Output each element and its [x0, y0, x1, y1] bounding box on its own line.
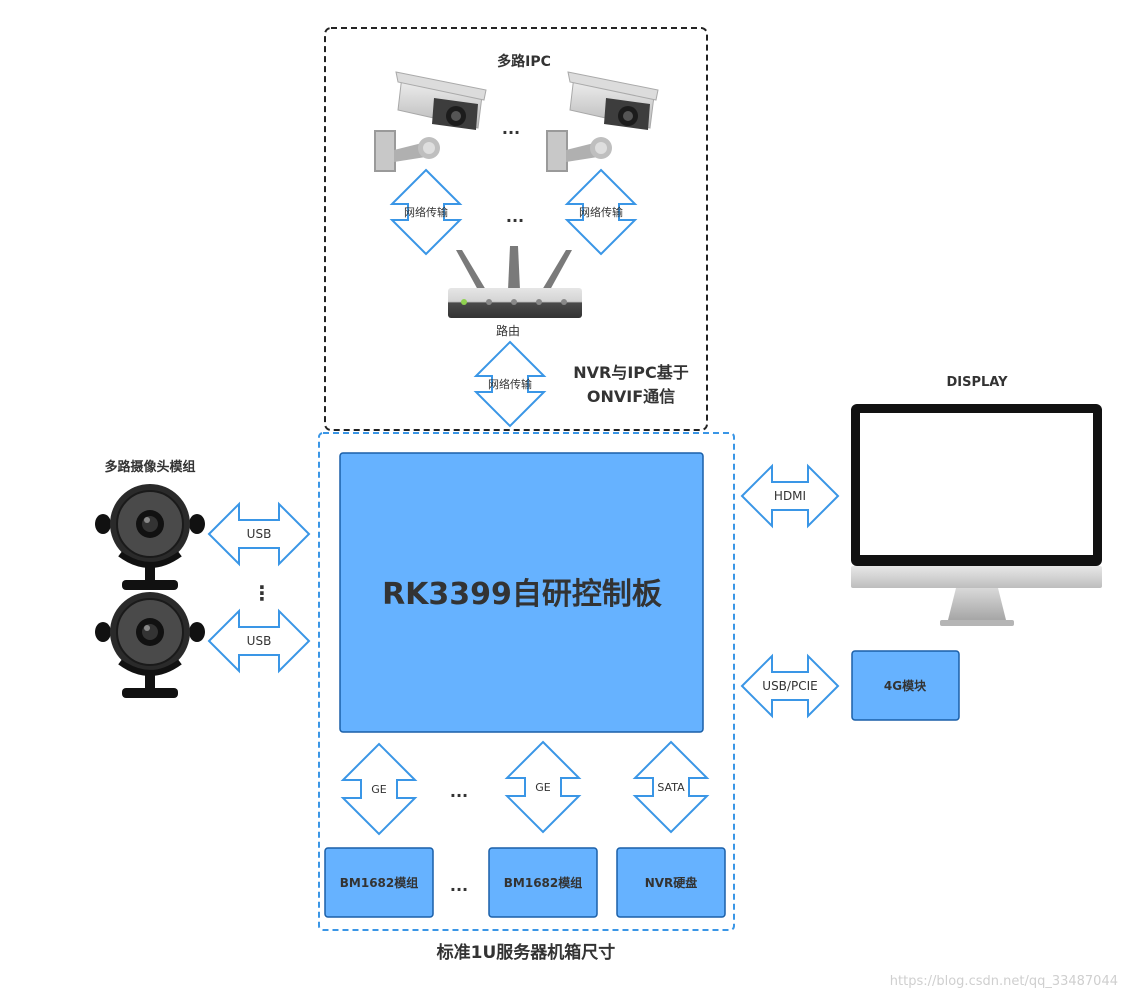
control-board-label: RK3399自研控制板 — [382, 577, 662, 612]
network-link-label-left: 网络传输 — [404, 205, 448, 219]
network-link-label-uplink: 网络传输 — [488, 377, 532, 391]
ip-camera-icon-left — [373, 71, 487, 173]
usb-cameras-ellipsis: ⋮ — [252, 581, 272, 605]
hdmi-link-arrow — [740, 463, 840, 529]
ipc-cameras-ellipsis: ... — [502, 119, 520, 138]
chassis-frame — [318, 432, 735, 931]
ipc-group-frame — [324, 27, 708, 431]
router-icon — [448, 246, 582, 318]
monitor-icon — [851, 404, 1102, 626]
onvif-note-line1: NVR与IPC基于 — [573, 363, 689, 382]
ge-link-label-2: GE — [535, 781, 551, 794]
bm1682-module-2-label: BM1682模组 — [504, 875, 583, 890]
usb-pcie-link-label: USB/PCIE — [762, 679, 817, 693]
lte-module-box — [851, 650, 960, 721]
ipc-links-ellipsis: ... — [506, 207, 524, 226]
usb-cameras-title: 多路摄像头模组 — [104, 459, 195, 475]
bm1682-module-1 — [324, 847, 434, 918]
chassis-label: 标准1U服务器机箱尺寸 — [437, 942, 616, 963]
network-link-arrow-right — [564, 168, 638, 256]
watermark: https://blog.csdn.net/qq_33487044 — [890, 974, 1118, 989]
nvr-disk-box — [616, 847, 726, 918]
nvr-disk-label: NVR硬盘 — [645, 875, 698, 890]
display-title: DISPLAY — [946, 375, 1008, 390]
usb-link-label-bottom: USB — [247, 634, 272, 648]
usb-link-arrow-bottom — [207, 608, 311, 674]
webcam-icon-top — [95, 484, 205, 590]
ip-camera-icon-right — [545, 71, 659, 173]
network-link-label-right: 网络传输 — [579, 205, 623, 219]
network-link-arrow-left — [389, 168, 463, 256]
bm1682-module-1-label: BM1682模组 — [340, 875, 419, 890]
bottom-modules-ellipsis: ... — [450, 876, 468, 895]
webcam-icon-bottom — [95, 592, 205, 698]
hdmi-link-label: HDMI — [774, 489, 806, 503]
bottom-links-ellipsis: ... — [450, 782, 468, 801]
ge-link-label-1: GE — [371, 783, 387, 796]
onvif-note-line2: ONVIF通信 — [587, 387, 675, 406]
usb-pcie-link-arrow — [740, 653, 840, 719]
usb-link-label-top: USB — [247, 527, 272, 541]
bm1682-module-2 — [488, 847, 598, 918]
usb-link-arrow-top — [207, 501, 311, 567]
ge-link-arrow-2 — [504, 740, 582, 834]
network-link-arrow-uplink — [473, 340, 547, 428]
lte-module-label: 4G模块 — [884, 678, 927, 693]
sata-link-label: SATA — [657, 781, 685, 794]
ge-link-arrow-1 — [340, 742, 418, 836]
control-board — [339, 452, 704, 733]
sata-link-arrow — [632, 740, 710, 834]
ipc-group-title: 多路IPC — [497, 53, 551, 70]
router-label: 路由 — [496, 323, 520, 338]
